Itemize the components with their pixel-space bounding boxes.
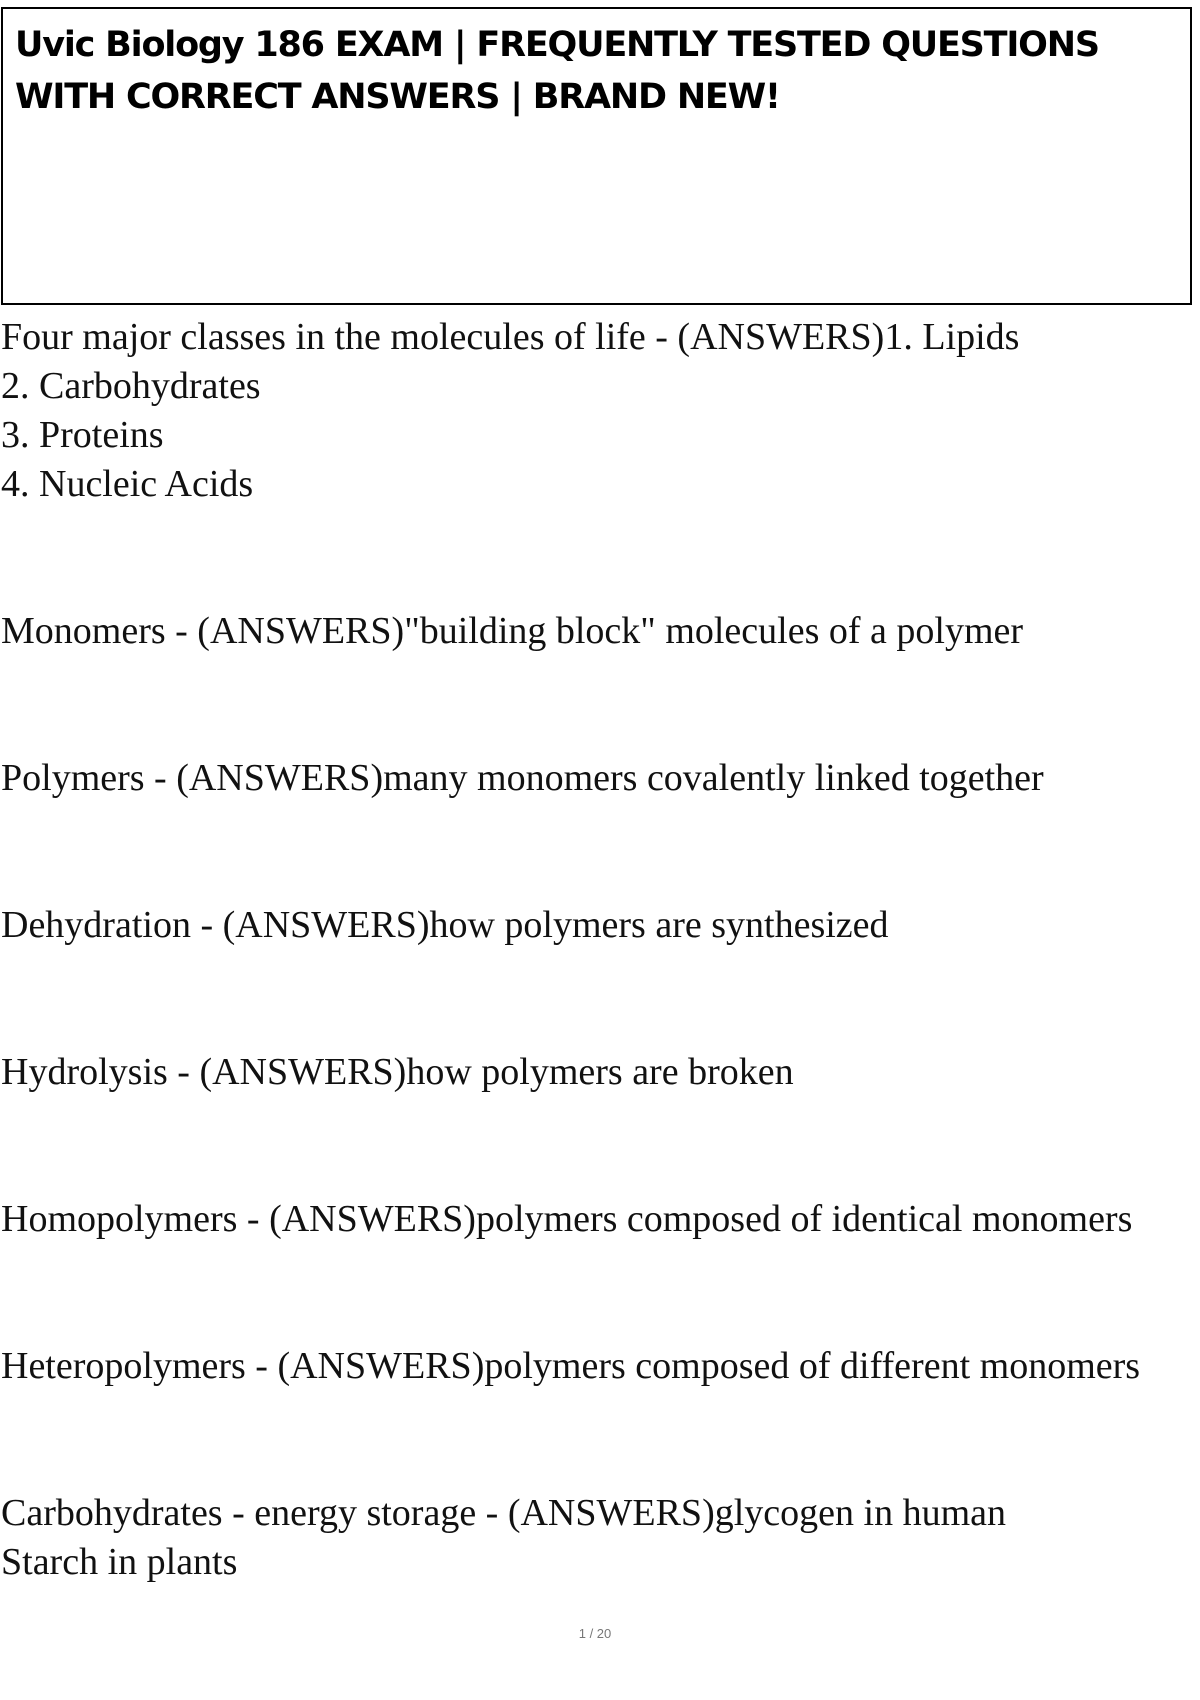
title-box: Uvic Biology 186 EXAM | FREQUENTLY TESTE… [1,7,1192,305]
qa-entry-heteropolymers: Heteropolymers - (ANSWERS)polymers compo… [1,1345,1141,1387]
qa-entry-molecule-classes: Four major classes in the molecules of l… [1,316,1020,505]
qa-entry-polymers: Polymers - (ANSWERS)many monomers covale… [1,757,1044,799]
qa-entry-monomers: Monomers - (ANSWERS)"building block" mol… [1,610,1024,652]
qa-entry-carbohydrate-storage: Carbohydrates - energy storage - (ANSWER… [1,1492,1006,1583]
qa-entry-homopolymers: Homopolymers - (ANSWERS)polymers compose… [1,1198,1133,1240]
qa-entry-dehydration: Dehydration - (ANSWERS)how polymers are … [1,904,889,946]
document-title: Uvic Biology 186 EXAM | FREQUENTLY TESTE… [15,25,1100,117]
qa-entry-hydrolysis: Hydrolysis - (ANSWERS)how polymers are b… [1,1051,794,1093]
page-number: 1 / 20 [578,1626,612,1641]
